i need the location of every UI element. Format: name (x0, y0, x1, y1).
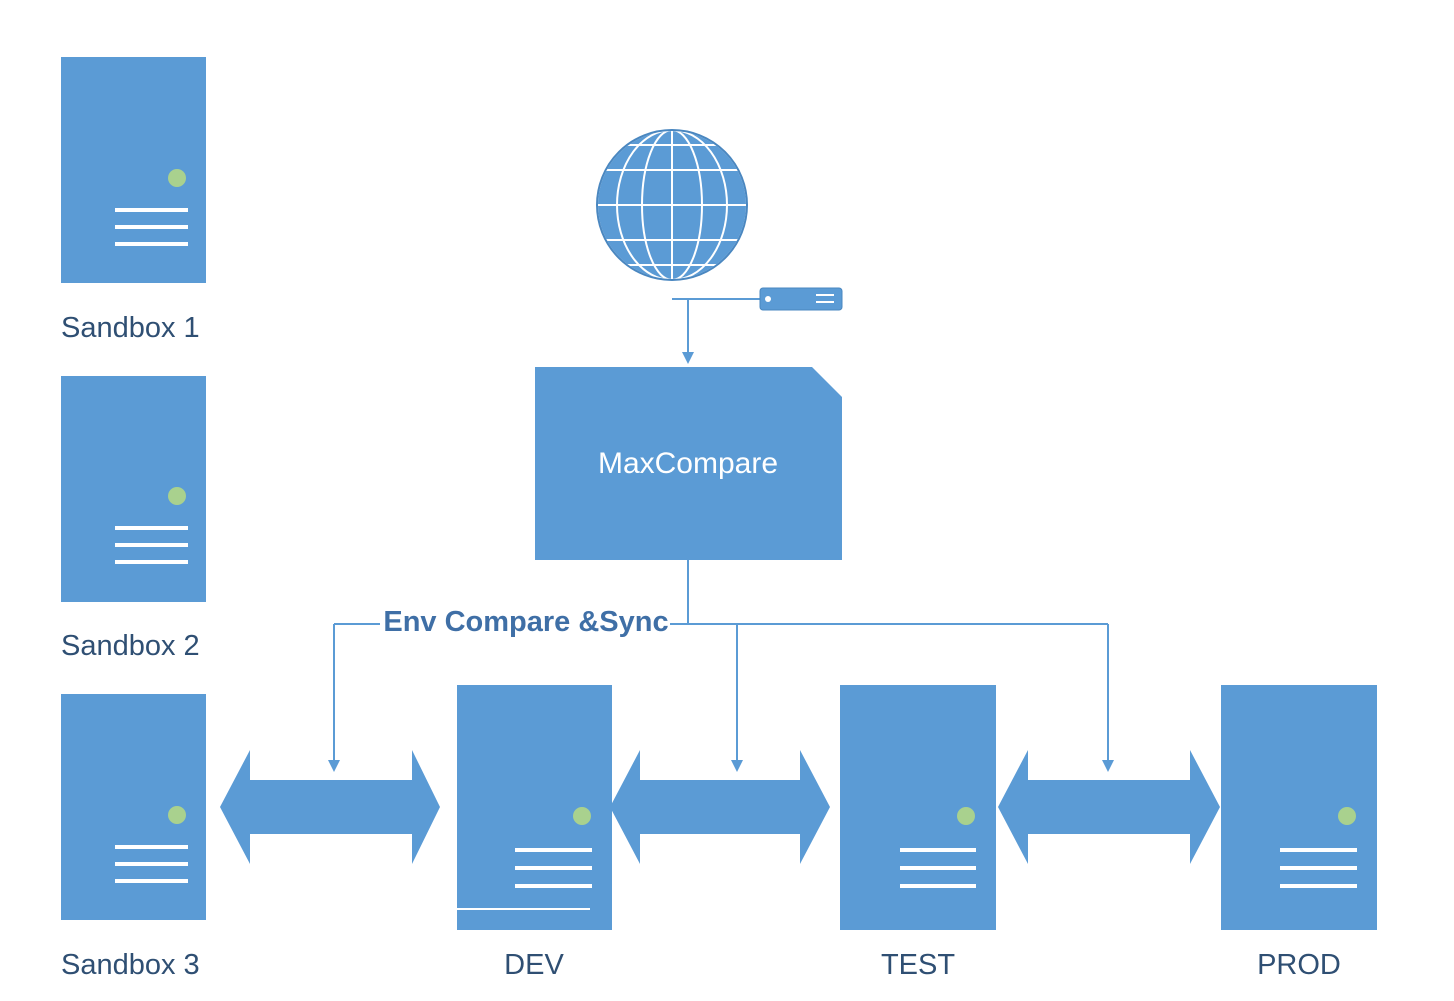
link-label: Env Compare &Sync (383, 606, 668, 638)
server-tower-icon (61, 694, 206, 920)
double-arrow-icon (220, 750, 440, 864)
globe-icon (596, 129, 748, 281)
double-arrow-icon (998, 750, 1220, 864)
server-label-test: TEST (881, 949, 955, 981)
maxcompare-box: MaxCompare (535, 367, 842, 560)
server-tower-icon (1221, 685, 1377, 930)
server-tower-icon (61, 376, 206, 602)
server-label-sandbox-1: Sandbox 1 (61, 312, 200, 344)
server-tower-icon (840, 685, 996, 930)
server-label-dev: DEV (504, 949, 564, 981)
network-device-icon (759, 287, 843, 311)
server-label-prod: PROD (1257, 949, 1341, 981)
server-label-sandbox-2: Sandbox 2 (61, 630, 200, 662)
server-tower-icon (61, 57, 206, 283)
server-label-sandbox-3: Sandbox 3 (61, 949, 200, 981)
link-label-background (380, 602, 670, 642)
maxcompare-label: MaxCompare (598, 447, 778, 480)
double-arrow-icon (610, 750, 830, 864)
server-tower-icon (457, 685, 612, 930)
